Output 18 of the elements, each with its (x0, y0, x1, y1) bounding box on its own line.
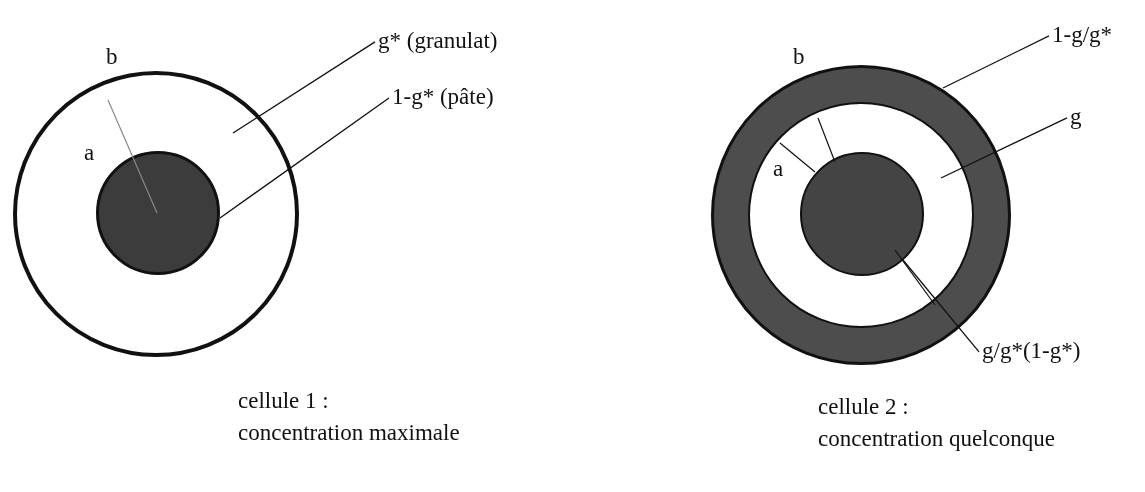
dimension-label: b (793, 44, 805, 70)
caption: cellule 2 : (818, 394, 909, 420)
leader-label: 1-g/g* (1052, 22, 1113, 48)
dimension-label: a (773, 156, 784, 182)
leader-label: g (1070, 104, 1082, 130)
leader-label: 1-g* (pâte) (392, 84, 494, 110)
dimension-label: b (106, 44, 118, 70)
leader-line (219, 97, 390, 219)
leader-label: g/g*(1-g*) (982, 338, 1081, 364)
leader-line (942, 35, 1050, 89)
leader-label: g* (granulat) (378, 28, 498, 54)
leader-line (902, 259, 980, 353)
caption: concentration quelconque (818, 426, 1055, 452)
caption: concentration maximale (238, 420, 460, 446)
leader-line (940, 117, 1068, 179)
leader-line (232, 41, 376, 134)
dimension-label: a (84, 140, 95, 166)
caption: cellule 1 : (238, 388, 329, 414)
